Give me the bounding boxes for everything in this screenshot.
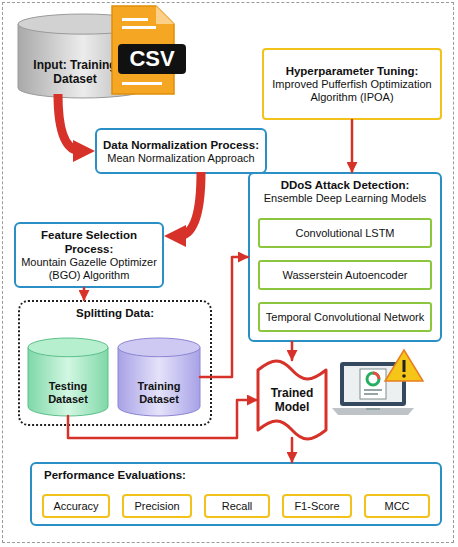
metric-box: Precision <box>122 494 192 518</box>
file-fold <box>156 6 174 24</box>
text-wrap: Training Dataset <box>118 338 200 416</box>
data-cylinder: Testing Dataset <box>28 338 108 416</box>
text-wrap: Wasserstein Autoencoder <box>260 262 430 288</box>
node-title: DDoS Attack Detection: <box>281 178 410 192</box>
report-gauge <box>367 373 379 385</box>
flow-arrow-thick <box>178 172 201 236</box>
model-box: Wasserstein Autoencoder <box>258 260 432 290</box>
node-title: MCC <box>384 500 409 513</box>
node-title: Precision <box>134 500 179 513</box>
node-title: Data Normalization Process: <box>103 138 259 152</box>
text-wrap: Performance Evaluations: <box>32 464 440 524</box>
node-title: Splitting Data: <box>76 306 154 320</box>
text-wrap: Accuracy <box>44 496 108 516</box>
report-gauge-arc <box>373 373 379 379</box>
node-body: Improved Pufferfish Optimization Algorit… <box>268 78 436 104</box>
file-line <box>122 18 148 21</box>
node-title: Testing Dataset <box>32 380 104 406</box>
flow-arrow <box>291 342 294 360</box>
cylinder-top <box>18 14 148 34</box>
cylinder-top <box>118 338 200 357</box>
tuning-box: Hyperparameter Tuning:Improved Pufferfis… <box>262 48 442 120</box>
file-type-label: CSV <box>118 44 186 74</box>
text-wrap: Splitting Data: <box>20 302 210 424</box>
text-wrap: Temporal Convolutional Network <box>260 304 430 330</box>
node-title: Hyperparameter Tuning: <box>286 64 419 78</box>
flow-arrow <box>200 257 248 377</box>
text-wrap: Precision <box>124 496 190 516</box>
file-line <box>122 26 156 29</box>
cylinder-body <box>18 24 148 98</box>
cylinder-top <box>28 338 108 357</box>
cylinder-body <box>118 347 200 416</box>
node-title: Recall <box>222 500 253 513</box>
node-title: F1-Score <box>294 500 339 513</box>
flow-arrow <box>83 288 86 300</box>
node-body: Mountain Gazelle Optimizer (BGO) Algorit… <box>20 256 158 282</box>
process-box: Data Normalization Process:Mean Normaliz… <box>95 128 267 174</box>
warning-dot <box>402 374 406 378</box>
node-body: Mean Normalization Approach <box>107 152 254 165</box>
banner-outline <box>258 361 326 439</box>
node-title: Feature Selection Process: <box>20 228 158 256</box>
node-title: Temporal Convolutional Network <box>266 311 424 324</box>
node-title: Accuracy <box>53 500 98 513</box>
cylinder-body <box>28 347 108 416</box>
file-line <box>122 82 162 85</box>
text-wrap: F1-Score <box>284 496 350 516</box>
model-group-box: DDoS Attack Detection:Ensemble Deep Lear… <box>248 172 442 342</box>
metric-box: F1-Score <box>282 494 352 518</box>
flow-arrow-thick <box>58 94 81 151</box>
flow-arrow <box>351 120 354 172</box>
text-wrap: Trained Model <box>255 358 329 442</box>
node-title: Training Dataset <box>122 380 196 406</box>
model-box: Convolutional LSTM <box>258 218 432 248</box>
node-title: Wasserstein Autoencoder <box>283 269 408 282</box>
process-box: Feature Selection Process:Mountain Gazel… <box>14 222 164 288</box>
model-box: Temporal Convolutional Network <box>258 302 432 332</box>
laptop-illustration <box>330 348 426 432</box>
warning-triangle <box>385 350 423 381</box>
report-line <box>364 393 378 395</box>
metric-box: MCC <box>364 494 430 518</box>
text-wrap: MCC <box>366 496 428 516</box>
text-wrap: Feature Selection Process:Mountain Gazel… <box>16 224 162 286</box>
metric-box: Accuracy <box>42 494 110 518</box>
node-title: Convolutional LSTM <box>295 227 394 240</box>
text-wrap: Recall <box>206 496 268 516</box>
csv-banner <box>118 44 186 74</box>
split-group-box: Splitting Data: Testing Dataset Training D… <box>18 300 212 426</box>
data-cylinder: Training Dataset <box>118 338 200 416</box>
model-banner: Trained Model <box>255 358 329 442</box>
text-wrap: Testing Dataset <box>28 338 108 416</box>
text-wrap: Hyperparameter Tuning:Improved Pufferfis… <box>264 50 440 118</box>
node-body: Ensemble Deep Learning Models <box>264 192 427 205</box>
warning-mark <box>403 360 406 372</box>
node-title: Performance Evaluations: <box>44 468 186 482</box>
laptop-notch <box>366 408 380 410</box>
report-line <box>364 389 382 391</box>
node-title: Trained Model <box>263 386 321 414</box>
flow-arrow <box>291 438 294 462</box>
metrics-group-box: Performance Evaluations: Accuracy Precisio… <box>30 462 442 526</box>
text-wrap: Convolutional LSTM <box>260 220 430 246</box>
report-doc <box>360 369 386 399</box>
text-wrap: Data Normalization Process:Mean Normaliz… <box>97 130 265 172</box>
laptop-base <box>332 408 414 415</box>
metric-box: Recall <box>204 494 270 518</box>
